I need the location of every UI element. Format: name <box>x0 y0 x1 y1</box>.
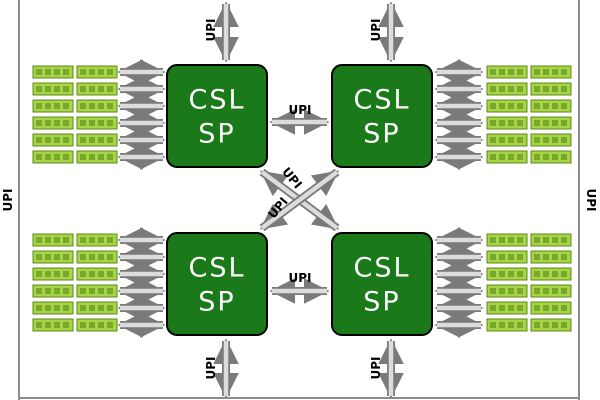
dimm-module-top-right-4-2 <box>530 116 572 130</box>
dimm-module-bottom-right-3-2 <box>530 267 572 281</box>
dimm-module-bottom-left-6-1 <box>32 318 74 332</box>
dimm-module-top-left-5-1 <box>32 133 74 147</box>
upi-label-top-right: UPI <box>369 18 383 41</box>
upi-label-diagonal-b: UPI <box>265 195 291 222</box>
processor-label-line1: CSL <box>188 253 245 284</box>
dimm-module-top-left-2-1 <box>32 82 74 96</box>
dimm-module-bottom-right-4-2 <box>530 284 572 298</box>
dimm-module-top-left-6-1 <box>32 150 74 164</box>
dimm-module-bottom-left-5-2 <box>76 301 118 315</box>
processor-label-line2: SP <box>363 119 400 150</box>
upi-links <box>117 1 484 399</box>
dimm-module-top-left-5-2 <box>76 133 118 147</box>
processor-chip <box>331 232 433 336</box>
processor-chip <box>331 64 433 168</box>
dimm-module-bottom-right-1-2 <box>530 233 572 247</box>
dimm-module-bottom-left-3-2 <box>76 267 118 281</box>
dimm-module-top-left-1-2 <box>76 65 118 79</box>
dimm-module-top-left-6-2 <box>76 150 118 164</box>
dimm-module-bottom-right-6-2 <box>530 318 572 332</box>
processor-chip <box>166 232 268 336</box>
dimm-module-bottom-left-3-1 <box>32 267 74 281</box>
processor-chip <box>166 64 268 168</box>
dimm-module-top-right-4-1 <box>486 116 528 130</box>
dimm-module-top-left-4-2 <box>76 116 118 130</box>
dimm-module-top-right-5-1 <box>486 133 528 147</box>
processor-label-line1: CSL <box>188 85 245 116</box>
dimm-module-top-left-3-1 <box>32 99 74 113</box>
dimm-module-top-left-2-2 <box>76 82 118 96</box>
dimm-module-top-right-6-1 <box>486 150 528 164</box>
dimm-module-bottom-left-4-1 <box>32 284 74 298</box>
dimm-module-bottom-left-4-2 <box>76 284 118 298</box>
dimm-module-bottom-right-3-1 <box>486 267 528 281</box>
dimm-module-top-right-3-2 <box>530 99 572 113</box>
dimm-module-bottom-left-2-1 <box>32 250 74 264</box>
dimm-module-top-right-2-1 <box>486 82 528 96</box>
dimm-module-top-right-3-1 <box>486 99 528 113</box>
dimm-module-bottom-right-2-2 <box>530 250 572 264</box>
dimm-module-top-right-1-1 <box>486 65 528 79</box>
upi-label-bottom-horizontal: UPI <box>288 271 311 285</box>
upi-link-diagonal-b <box>259 168 340 232</box>
dimm-module-top-left-4-1 <box>32 116 74 130</box>
processor-top-left: CSL SP <box>166 64 268 168</box>
dimm-module-top-right-2-2 <box>530 82 572 96</box>
upi-label-right: UPI <box>584 188 598 211</box>
dimm-module-bottom-right-5-2 <box>530 301 572 315</box>
processor-label-line2: SP <box>198 119 235 150</box>
dimm-module-bottom-left-5-1 <box>32 301 74 315</box>
dimm-module-bottom-left-2-2 <box>76 250 118 264</box>
processor-label-line2: SP <box>363 287 400 318</box>
dimm-module-top-left-1-1 <box>32 65 74 79</box>
upi-label-top-left: UPI <box>204 18 218 41</box>
processor-label-line1: CSL <box>353 85 410 116</box>
upi-label-bottom-right: UPI <box>369 356 383 379</box>
upi-label-bottom-left: UPI <box>204 356 218 379</box>
processor-label-line2: SP <box>198 287 235 318</box>
dimm-module-top-right-1-2 <box>530 65 572 79</box>
memory-banks <box>32 65 572 332</box>
dimm-module-bottom-left-1-1 <box>32 233 74 247</box>
dimm-module-bottom-right-6-1 <box>486 318 528 332</box>
dimm-module-top-left-3-2 <box>76 99 118 113</box>
dimm-module-bottom-left-1-2 <box>76 233 118 247</box>
upi-label-top-horizontal: UPI <box>288 103 311 117</box>
processor-bottom-right: CSL SP <box>331 232 433 336</box>
processor-bottom-left: CSL SP <box>166 232 268 336</box>
processor-top-right: CSL SP <box>331 64 433 168</box>
dimm-module-bottom-left-6-2 <box>76 318 118 332</box>
dimm-module-top-right-6-2 <box>530 150 572 164</box>
dimm-module-bottom-right-5-1 <box>486 301 528 315</box>
dimm-module-bottom-right-4-1 <box>486 284 528 298</box>
dimm-module-top-right-5-2 <box>530 133 572 147</box>
dimm-module-bottom-right-1-1 <box>486 233 528 247</box>
dimm-module-bottom-right-2-1 <box>486 250 528 264</box>
upi-label-left: UPI <box>1 188 15 211</box>
processor-label-line1: CSL <box>353 253 410 284</box>
